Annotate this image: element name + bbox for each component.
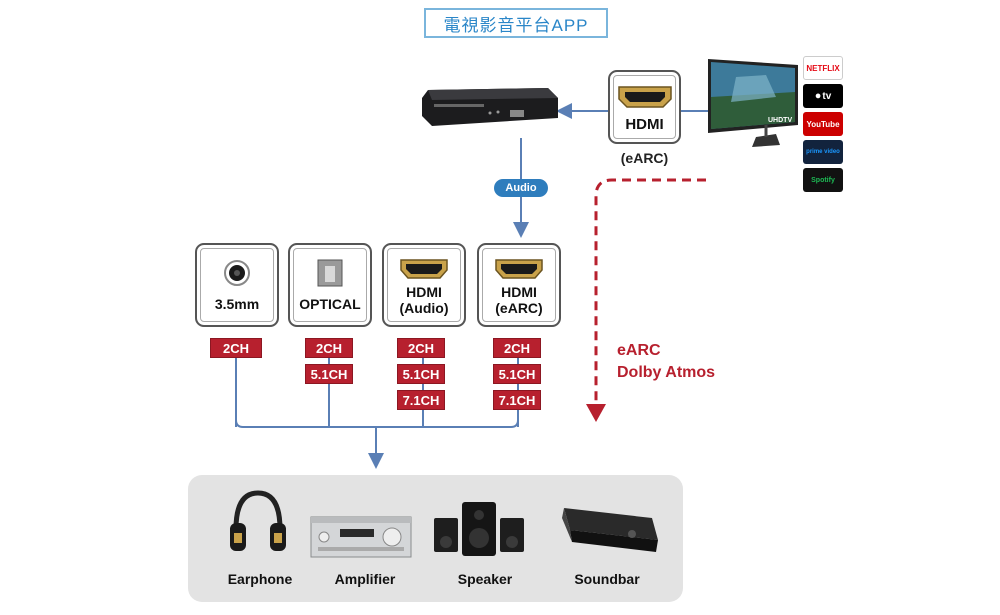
tv-earc-label: (eARC) — [620, 150, 669, 166]
hdmi-switch-device — [422, 88, 558, 126]
soundbar-icon — [562, 508, 658, 552]
hdmi-port-icon — [400, 259, 448, 279]
earc-note-line2: Dolby Atmos — [617, 364, 716, 381]
channel-badge: 2CH — [493, 338, 541, 358]
apple-tv-label: tv — [822, 90, 832, 102]
hdmi-port-icon — [495, 259, 543, 279]
port-card-hdmi-audio: HDMI (Audio) — [382, 243, 466, 327]
youtube-app-icon: YouTube — [803, 112, 843, 136]
earc-note: eARC Dolby Atmos — [617, 340, 715, 384]
headphones-icon — [230, 490, 286, 551]
amplifier-icon — [310, 516, 412, 558]
speaker-icon — [434, 502, 524, 556]
spotify-app-icon: Spotify — [803, 168, 843, 192]
diagram-title: 電視影音平台APP — [424, 8, 608, 38]
channel-badge: 5.1CH — [397, 364, 445, 384]
tv-icon — [708, 59, 798, 147]
device-label-speaker: Speaker — [457, 571, 513, 587]
channel-badge: 2CH — [305, 338, 353, 358]
prime-video-app-icon: prime video — [803, 140, 843, 164]
channel-badge: 5.1CH — [305, 364, 353, 384]
tv-hdmi-card: HDMI — [608, 70, 681, 144]
hdmi-port-icon — [617, 86, 672, 108]
earc-arrow-head — [586, 404, 606, 422]
port-card-optical: OPTICAL — [288, 243, 372, 327]
channel-badge: 7.1CH — [493, 390, 541, 410]
device-label-soundbar: Soundbar — [574, 571, 640, 587]
audio-jack-icon — [224, 260, 250, 286]
channel-badge: 7.1CH — [397, 390, 445, 410]
channel-badge: 2CH — [210, 338, 262, 358]
earc-dashed-path — [594, 178, 706, 410]
optical-port-icon — [317, 259, 343, 287]
tv-hdmi-label: HDMI — [625, 116, 664, 133]
port-label-optical: OPTICAL — [299, 296, 361, 312]
port-label-hdmi-audio-line1: HDMI — [406, 284, 442, 300]
device-label-amplifier: Amplifier — [334, 571, 396, 587]
audio-label-pill: Audio — [494, 179, 548, 197]
device-label-earphone: Earphone — [227, 571, 293, 587]
port-label-hdmi-audio-line2: (Audio) — [399, 300, 449, 316]
apple-tv-app-icon: ●tv — [803, 84, 843, 108]
ports-bus-line — [235, 419, 519, 428]
port-card-3-5mm: 3.5mm — [195, 243, 279, 327]
port-label-hdmi-earc-line1: HDMI — [501, 284, 537, 300]
port-label-hdmi-earc-line2: (eARC) — [495, 300, 543, 316]
channel-badge: 2CH — [397, 338, 445, 358]
channel-badge: 5.1CH — [493, 364, 541, 384]
earc-note-line1: eARC — [617, 342, 661, 359]
netflix-app-icon: NETFLIX — [803, 56, 843, 80]
port-card-hdmi-earc: HDMI (eARC) — [477, 243, 561, 327]
port-label-3-5mm: 3.5mm — [214, 296, 260, 312]
tv-screen-badge: UHDTV — [768, 117, 793, 124]
